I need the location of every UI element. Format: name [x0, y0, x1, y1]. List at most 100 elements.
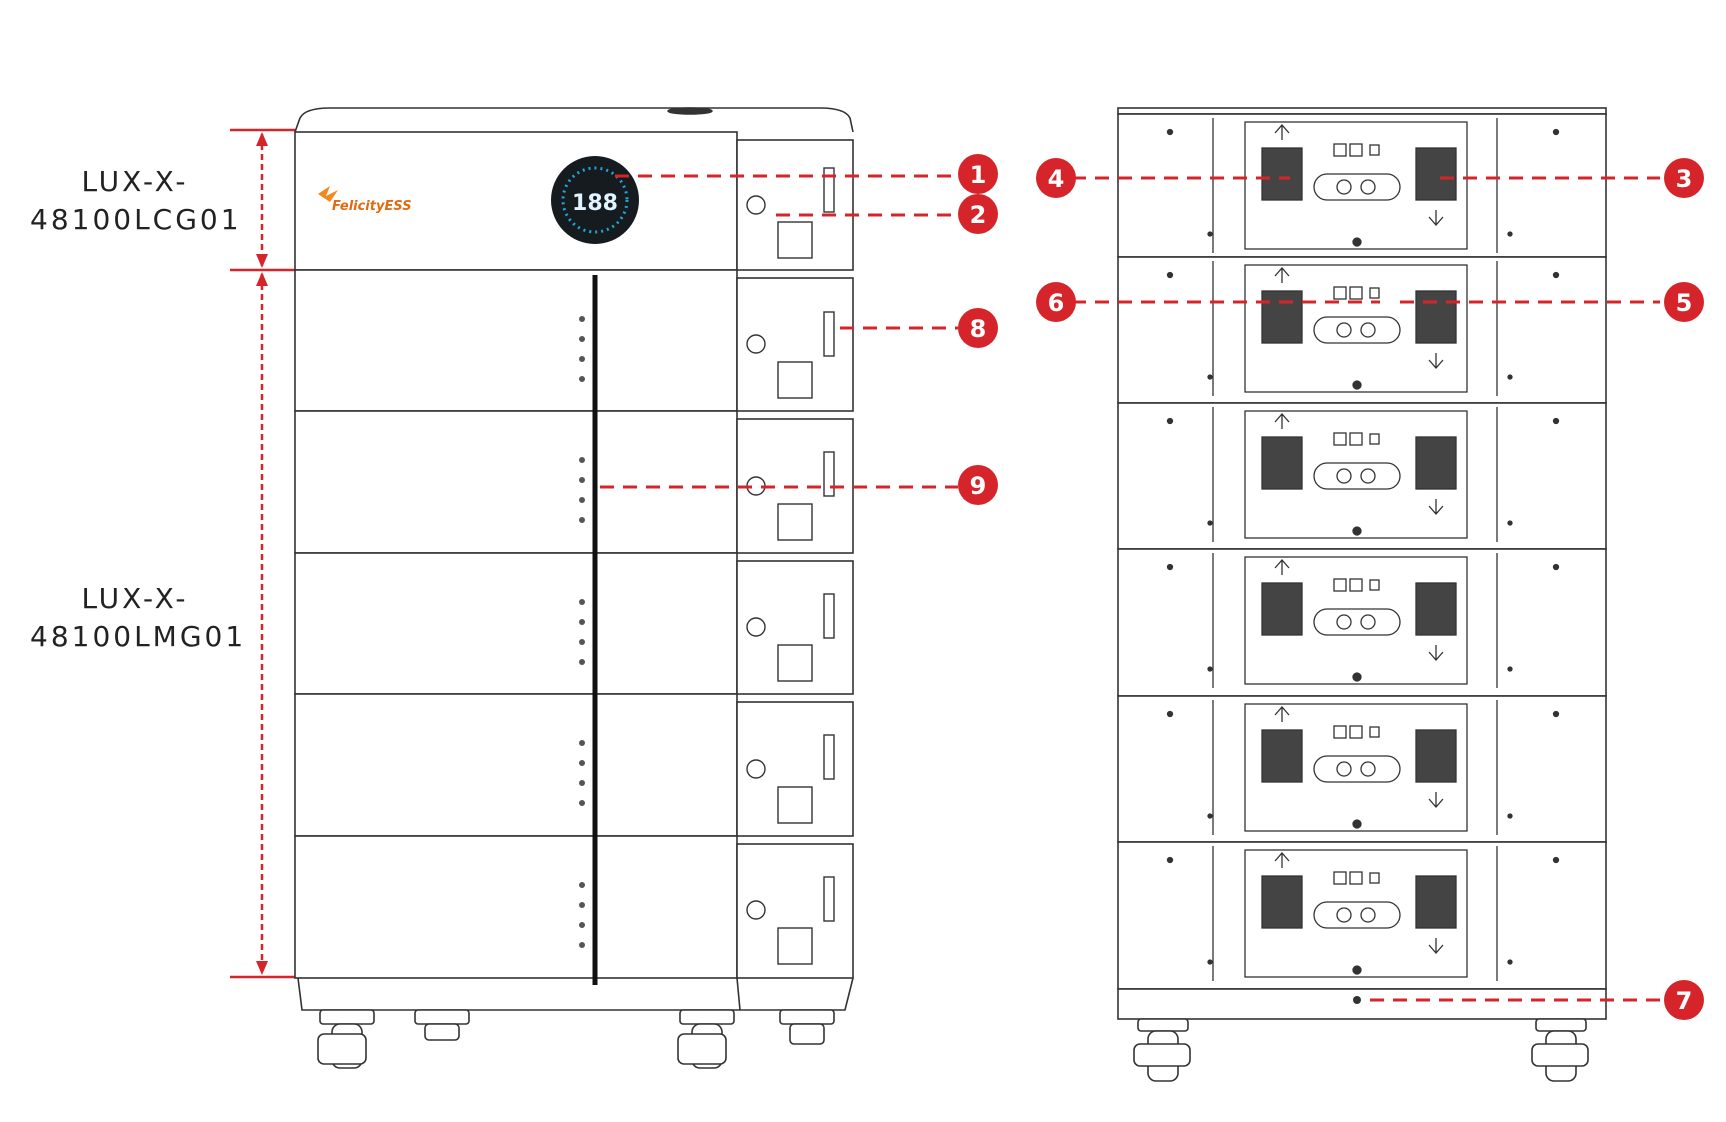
screw	[1207, 666, 1213, 672]
screw	[1507, 231, 1513, 237]
lcd-display: 188	[551, 156, 639, 244]
up-arrow-icon	[1274, 267, 1290, 283]
bottom-model-line1: LUX-X-	[81, 582, 189, 615]
breaker-knob	[1360, 907, 1376, 923]
svg-text:9: 9	[970, 472, 987, 500]
neg-terminal	[1415, 436, 1457, 490]
top-model-line1: LUX-X-	[81, 165, 189, 198]
rear-module-3	[1166, 407, 1560, 542]
down-arrow-icon	[1428, 792, 1444, 808]
link-port	[1349, 432, 1363, 446]
screw	[1507, 959, 1513, 965]
ground-screw	[1352, 672, 1362, 682]
screw	[1207, 374, 1213, 380]
ground-screw	[1352, 965, 1362, 975]
breaker-knob	[1360, 322, 1376, 338]
rear-module-1	[1166, 118, 1560, 253]
back-casters	[1133, 1018, 1589, 1082]
svg-text:7: 7	[1676, 987, 1693, 1015]
up-arrow-icon	[1274, 413, 1290, 429]
bottom-model-line2: 48100LMG01	[30, 620, 247, 653]
neg-terminal	[1415, 729, 1457, 783]
screw	[1166, 417, 1174, 425]
neg-terminal	[1415, 582, 1457, 636]
ground-screw	[1352, 819, 1362, 829]
link-port	[1333, 286, 1347, 300]
callout-5: 5	[1664, 282, 1704, 322]
screw	[1166, 128, 1174, 136]
top-model-line2: 48100LCG01	[30, 203, 242, 236]
rear-module-2	[1166, 261, 1560, 396]
breaker	[1313, 608, 1401, 636]
screw	[1552, 417, 1560, 425]
screw	[1207, 520, 1213, 526]
down-arrow-icon	[1428, 210, 1444, 226]
base-ground-screw	[1353, 996, 1361, 1004]
screw	[1166, 710, 1174, 718]
screw	[1507, 374, 1513, 380]
neg-terminal	[1415, 290, 1457, 344]
switch	[1369, 287, 1380, 299]
callout-1: 1	[958, 154, 998, 194]
screw	[1166, 563, 1174, 571]
breaker-knob	[1360, 761, 1376, 777]
screw	[1207, 231, 1213, 237]
screw	[1552, 563, 1560, 571]
breaker-knob	[1336, 614, 1352, 630]
breaker-knob	[1360, 468, 1376, 484]
svg-text:5: 5	[1676, 289, 1693, 317]
rear-module-6	[1166, 846, 1560, 981]
breaker	[1313, 462, 1401, 490]
link-port	[1333, 143, 1347, 157]
neg-terminal	[1415, 147, 1457, 201]
breaker-knob	[1336, 322, 1352, 338]
rear-module-4	[1166, 553, 1560, 688]
callout-8: 8	[958, 308, 998, 348]
up-arrow-icon	[1274, 559, 1290, 575]
callout-leaders	[600, 174, 1660, 1002]
front-battery-unit	[294, 107, 854, 1011]
screw	[1507, 666, 1513, 672]
neg-terminal	[1415, 875, 1457, 929]
breaker	[1313, 901, 1401, 929]
down-arrow-icon	[1428, 499, 1444, 515]
screw	[1552, 128, 1560, 136]
switch	[1369, 726, 1380, 738]
ground-screw	[1352, 526, 1362, 536]
link-port	[1333, 578, 1347, 592]
top-model-label: LUX-X- 48100LCG01	[30, 163, 240, 239]
screw	[1207, 959, 1213, 965]
callout-6: 6	[1036, 282, 1076, 322]
breaker	[1313, 173, 1401, 201]
callout-4: 4	[1036, 158, 1076, 198]
callout-badges: 1 2 3 4 5 6 7 8 9	[958, 154, 1704, 1020]
pos-terminal	[1261, 729, 1303, 783]
ground-screw	[1352, 237, 1362, 247]
screw	[1507, 813, 1513, 819]
callout-3: 3	[1664, 158, 1704, 198]
breaker	[1313, 316, 1401, 344]
link-port	[1333, 432, 1347, 446]
breaker-knob	[1336, 907, 1352, 923]
front-casters	[317, 1009, 835, 1069]
link-port	[1349, 725, 1363, 739]
link-port	[1349, 871, 1363, 885]
logo-text: FelicityESS	[332, 199, 412, 214]
up-arrow-icon	[1274, 124, 1290, 140]
screw	[1552, 710, 1560, 718]
switch	[1369, 433, 1380, 445]
link-port	[1349, 286, 1363, 300]
pos-terminal	[1261, 147, 1303, 201]
dimension-lines	[230, 128, 296, 979]
link-port	[1333, 871, 1347, 885]
svg-text:3: 3	[1676, 165, 1693, 193]
pos-terminal	[1261, 582, 1303, 636]
screw	[1166, 856, 1174, 864]
side-panel-details	[746, 167, 835, 965]
screw	[1507, 520, 1513, 526]
bottom-model-label: LUX-X- 48100LMG01	[30, 580, 247, 656]
breaker-knob	[1336, 761, 1352, 777]
breaker-knob	[1336, 179, 1352, 195]
